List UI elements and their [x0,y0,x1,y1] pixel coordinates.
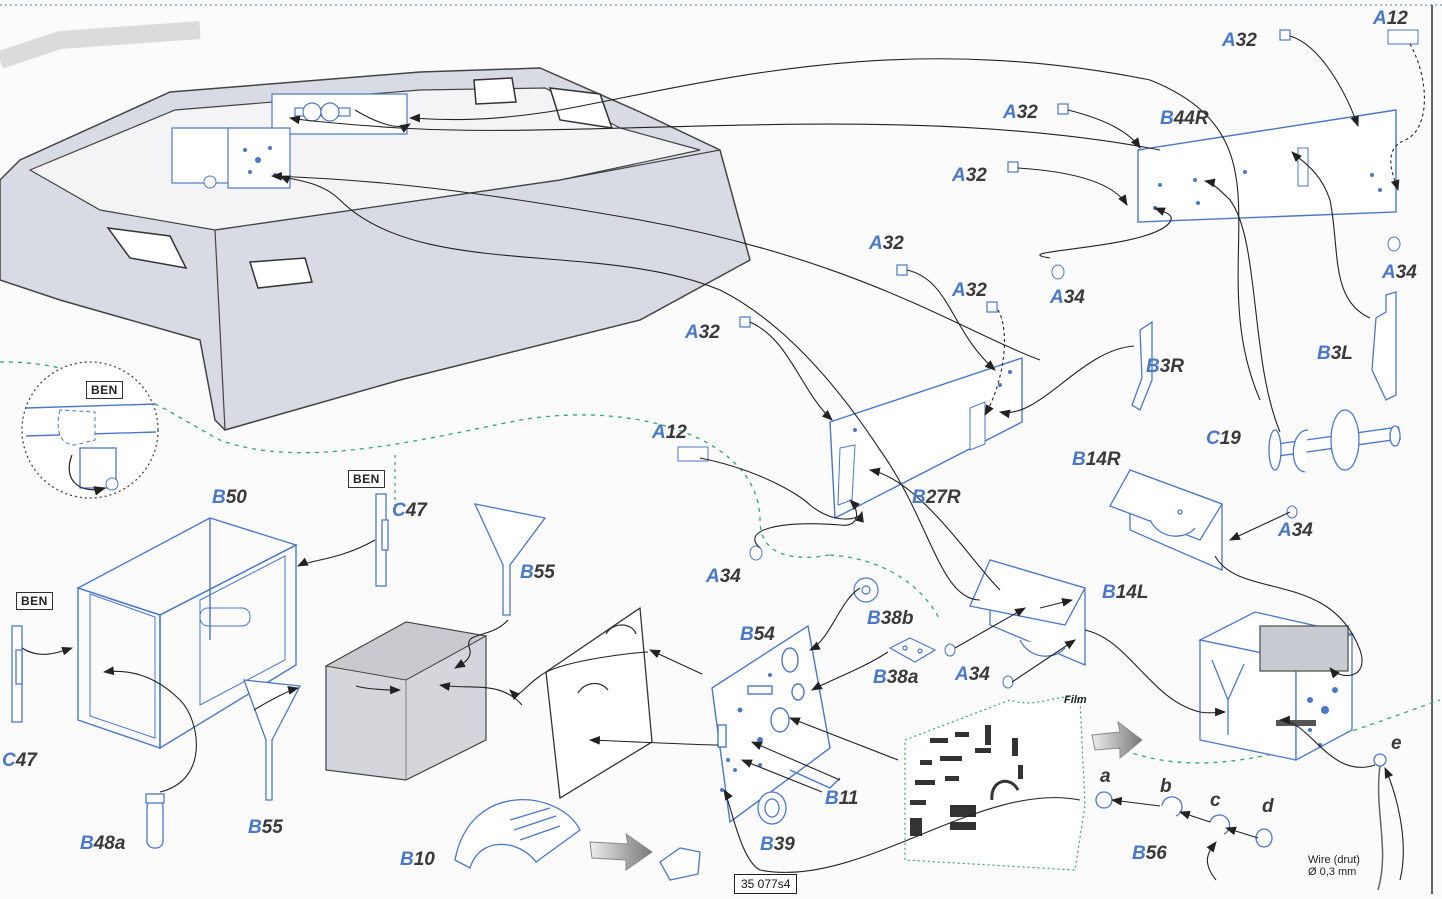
label-C47: C47 [392,500,427,521]
part-B10 [454,799,581,869]
film-label: Film [1064,694,1087,706]
vision-slot [473,77,517,105]
detail-circle-ben [21,361,159,499]
label-B48a: B48a [80,833,126,854]
wire-note-line2: Ø 0,3 mm [1308,866,1357,878]
part-B50 [76,517,298,750]
wire [1377,765,1384,891]
vision-slot [106,227,188,270]
label-sub-a: a [1100,766,1111,787]
label-B27R: B27R [912,487,961,508]
gauge-panel [545,606,653,800]
label-A34: A34 [955,664,990,685]
label-B14L: B14L [1102,582,1149,603]
part-B54 [711,624,831,824]
label-sub-b: b [1160,776,1172,797]
label-C19: C19 [1206,428,1241,449]
label-A34: A34 [706,566,741,587]
part-A12 [1387,29,1419,45]
part-A12 [677,446,709,462]
label-A12: A12 [652,422,687,443]
label-B3R: B3R [1146,356,1185,377]
label-sub-c: c [1210,790,1221,811]
label-B39: B39 [760,834,795,855]
assembled-radio [1198,611,1355,762]
arrow-gray [589,832,653,871]
part-B48a [145,793,165,849]
label-A34: A34 [1382,262,1417,283]
part-A32-set [739,29,1291,328]
film-sheet [904,696,1086,871]
label-A32: A32 [952,280,987,301]
sheet-code: 35 077s4 [734,874,798,894]
label-B44R: B44R [1160,108,1209,129]
part-B10-piece [659,847,701,881]
label-B3L: B3L [1317,343,1353,364]
label-A32: A32 [952,165,987,186]
leader-lines [21,35,1425,881]
ben-tag: BEN [16,592,53,610]
part-B44R [1137,109,1397,223]
wire-note: Wire (drut) Ø 0,3 mm [1308,854,1360,878]
arrow-gray [1091,720,1143,760]
label-B50: B50 [212,487,247,508]
part-B14R [1109,469,1223,571]
gray-box [324,621,488,781]
part-C19 [1268,409,1401,473]
label-A32: A32 [869,233,904,254]
ben-tag: BEN [348,470,385,488]
label-B56: B56 [1132,843,1167,864]
label-B38b: B38b [867,608,914,629]
label-C47: C47 [2,750,37,771]
label-B55: B55 [520,562,555,583]
part-B38b [853,577,879,603]
label-A12-top: A12 [1373,8,1408,29]
wire-note-line1: Wire (drut) [1308,854,1360,866]
label-A34: A34 [1050,287,1085,308]
label-A34: A34 [1278,520,1313,541]
part-B14L [969,559,1086,666]
part-B39 [757,791,787,825]
vision-slot [249,257,313,289]
part-B3R [1131,320,1153,411]
label-B54: B54 [740,624,775,645]
label-B14R: B14R [1072,449,1121,470]
label-sub-e: e [1391,733,1402,754]
label-A32: A32 [685,322,720,343]
ben-tag: BEN [86,381,123,399]
part-B38a [888,637,937,663]
part-B11 [789,769,841,789]
part-C47 [11,493,389,723]
part-B56-set [1095,753,1387,848]
label-B38a: B38a [873,667,919,688]
label-A32: A32 [1003,102,1038,123]
part-A34-set [749,236,1401,689]
label-A32: A32 [1222,30,1257,51]
part-B55 [243,503,547,801]
label-B11: B11 [825,788,859,809]
part-B3L [1371,291,1397,401]
label-sub-d: d [1262,796,1274,817]
guide-line-green [0,361,831,558]
label-B55: B55 [248,817,283,838]
label-B10: B10 [400,849,435,870]
